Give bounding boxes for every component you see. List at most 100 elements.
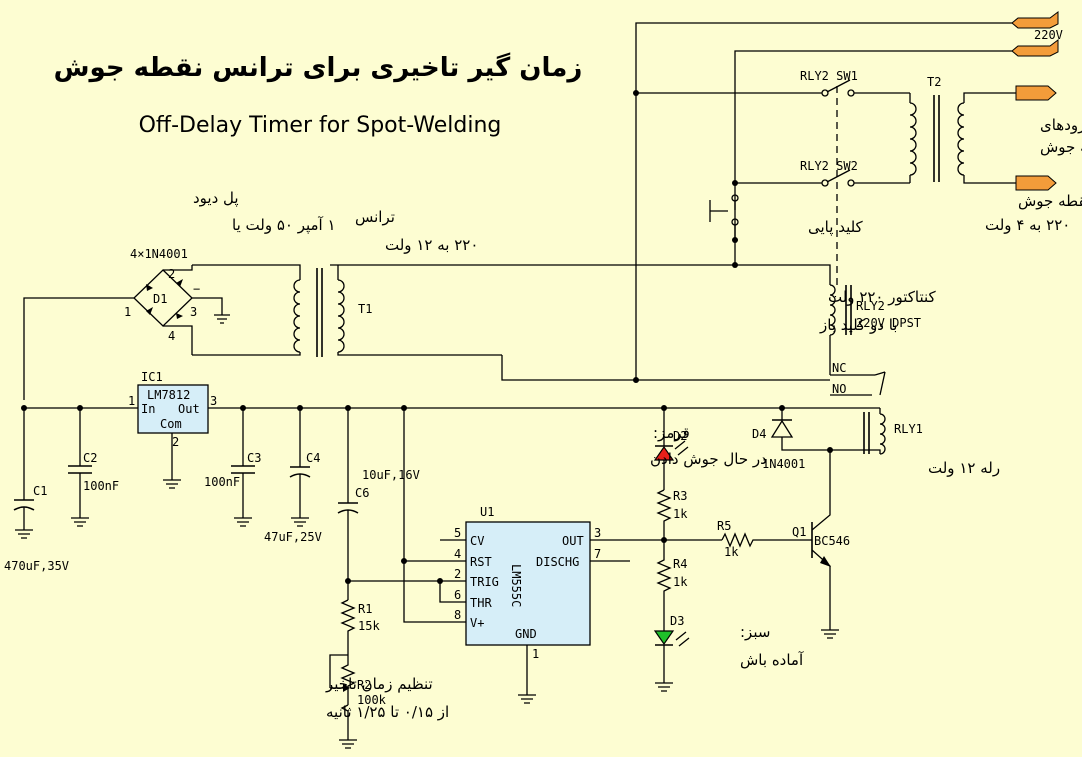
q1-ref: Q1: [792, 525, 806, 539]
bridge-pin-4: 4: [168, 329, 175, 343]
mains-terminal-1: [1011, 11, 1059, 29]
bridge-part: 4×1N4001: [130, 247, 188, 261]
rly2-coil-wire-top: [330, 264, 831, 285]
c2-ref: C2: [83, 451, 97, 465]
rly1-arm: [874, 371, 886, 396]
q1-transistor: [800, 450, 839, 639]
rly1-desc: رله ۱۲ ولت: [928, 459, 1000, 477]
t1-transformer: [192, 264, 502, 357]
c2-capacitor: [68, 408, 92, 527]
u1-pin-thr: THR: [470, 596, 492, 610]
bridge-ref: D1: [153, 292, 167, 306]
bridge-rectifier: [23, 265, 230, 400]
electrode-terminal-2: [1015, 175, 1057, 191]
ic1-part: LM7812: [147, 388, 190, 402]
u1-pin-7: 7: [594, 547, 601, 561]
r3-value: 1k: [673, 507, 688, 521]
c6-value: 10uF,16V: [362, 468, 420, 482]
rly1-ref: RLY1: [894, 422, 923, 436]
r1-value: 15k: [358, 619, 380, 633]
r4-value: 1k: [673, 575, 688, 589]
r3-resistor: [656, 489, 672, 540]
u1-part: LM555C: [509, 564, 523, 607]
u1-pin-gnd: GND: [515, 627, 537, 641]
title-english: Off-Delay Timer for Spot-Welding: [139, 113, 502, 138]
rly2-sw2: [821, 169, 910, 187]
r4-resistor: [656, 540, 672, 625]
d2-desc-1: قرمز:: [653, 424, 690, 442]
d3-ref: D3: [670, 614, 684, 628]
r5-ref: R5: [717, 519, 731, 533]
u1-pin-cv: CV: [470, 534, 484, 548]
foot-switch-label: کلید پایی: [808, 218, 864, 237]
d2-desc-2: در حال جوش دادن: [650, 450, 767, 468]
u1-555-timer: [465, 521, 591, 646]
foot-switch: [709, 194, 739, 240]
d3-desc-2: آماده باش: [740, 651, 804, 669]
c3-ref: C3: [247, 451, 261, 465]
u1-pin-1: 1: [532, 647, 539, 661]
ic1-pin-in: In: [141, 402, 155, 416]
u1-pin-out: OUT: [562, 534, 584, 548]
rly2-desc-2: با دو کلید باز: [819, 316, 897, 334]
d2-ref: D2: [673, 429, 687, 443]
d4-part: 1N4001: [762, 457, 805, 471]
r2-pot: [340, 655, 356, 740]
rly2-coil: [829, 284, 836, 336]
rly1-common-wire: [501, 355, 830, 381]
title-persian: زمان گیر تاخیری برای ترانس نقطه جوش: [54, 52, 583, 83]
r2-desc-1: تنظیم زمان تاخیر: [325, 675, 433, 693]
u1-pin-dischg: DISCHG: [536, 555, 579, 569]
c1-capacitor: [13, 408, 35, 539]
ic1-pin1: 1: [128, 394, 135, 408]
r4-ref: R4: [673, 557, 687, 571]
u1-pin-trig: TRIG: [470, 575, 499, 589]
ic1-pin-out: Out: [178, 402, 200, 416]
u1-pin-5: 5: [454, 526, 461, 540]
rly2-sw1-label: RLY2 SW1: [800, 69, 858, 83]
u1-pin-8: 8: [454, 608, 461, 622]
d3-green-led: [653, 625, 690, 692]
mains-voltage-label: 220V: [1034, 28, 1063, 42]
t2-title: ترانس نقطه جوش: [1018, 192, 1082, 210]
u1-pin-vplus: V+: [470, 616, 484, 630]
thr-wire: [439, 581, 466, 603]
r3-ref: R3: [673, 489, 687, 503]
t2-transformer: [909, 92, 1016, 184]
u1-pin-6: 6: [454, 588, 461, 602]
r2-desc-2: از ۰/۱۵ تا ۱/۲۵ ثانیه: [326, 703, 449, 721]
c4-ref: C4: [306, 451, 320, 465]
ic1-pin-com: Com: [160, 417, 182, 431]
bridge-pin-2: 2: [168, 267, 175, 281]
c1-ref: C1: [33, 484, 47, 498]
r5-value: 1k: [724, 545, 739, 559]
electrodes-label-2: نقطه جوش: [1040, 138, 1082, 156]
r5-resistor: [721, 532, 800, 548]
mains-wire-2: [734, 50, 1012, 265]
ic1-pin2: 2: [172, 435, 179, 449]
d3-desc-1: سبز:: [740, 623, 770, 641]
c1-value: 470uF,35V: [4, 559, 69, 573]
d4-ref: D4: [752, 427, 766, 441]
rly1-nc-label: NC: [832, 361, 846, 375]
electrodes-label-1: الکترودهای: [1040, 116, 1082, 134]
mains-wire-1: [635, 22, 1012, 380]
u1-ref: U1: [480, 505, 494, 519]
rly2-ref: RLY2: [856, 299, 885, 313]
t1-ref: T1: [358, 302, 372, 316]
c4-value: 47uF,25V: [264, 530, 322, 544]
t2-rating: ۲۲۰ به ۴ ولت: [985, 216, 1070, 234]
r2-value: 100k: [357, 693, 387, 707]
c3-value: 100nF: [204, 475, 240, 489]
u1-pin-rst: RST: [470, 555, 492, 569]
r1-ref: R1: [358, 602, 372, 616]
d2-red-led: [653, 408, 689, 490]
ic1-regulator: [137, 384, 209, 434]
electrode-terminal-1: [1015, 85, 1057, 101]
r1-resistor: [340, 599, 356, 655]
bridge-pin-3: 3: [190, 305, 197, 319]
rly1-coil: [830, 408, 886, 455]
mains-terminal-2: [1011, 39, 1059, 57]
r2-ref: R2: [357, 678, 371, 692]
